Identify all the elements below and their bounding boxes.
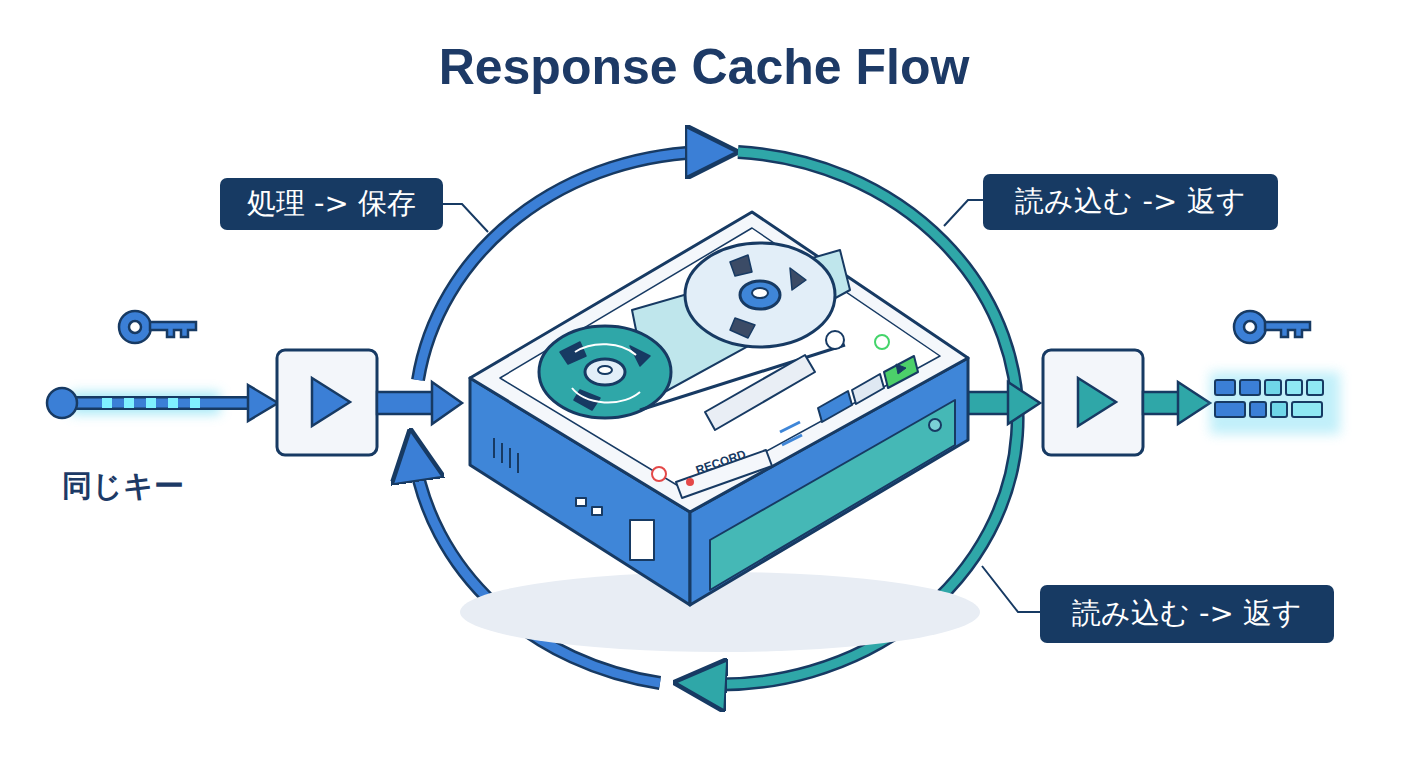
callout-box: 読み込む -> 返す [983,174,1278,230]
callout-box: 読み込む -> 返す [1040,585,1334,643]
tape-recorder [460,212,980,652]
callout-box: 処理 -> 保存 [220,178,443,230]
key-icon [1234,311,1310,343]
flow-arrow [968,382,1040,424]
input-stream [47,385,278,421]
callout-text: 読み込む -> 返す [1015,182,1245,222]
callout-text: 読み込む -> 返す [1072,594,1302,634]
flow-arrow [1143,382,1210,424]
diagram-title: Response Cache Flow [0,38,1408,96]
key-icon [119,311,196,343]
button-label: RECORD [694,447,748,477]
flow-arrow [377,382,462,424]
text-label: 同じキー [62,466,184,507]
leader-line [443,200,1040,612]
callout-text: 処理 -> 保存 [247,184,416,224]
cycle-arrows [414,152,1018,685]
output-blocks [1210,372,1340,434]
play-box [277,350,377,455]
play-box [1043,350,1143,455]
